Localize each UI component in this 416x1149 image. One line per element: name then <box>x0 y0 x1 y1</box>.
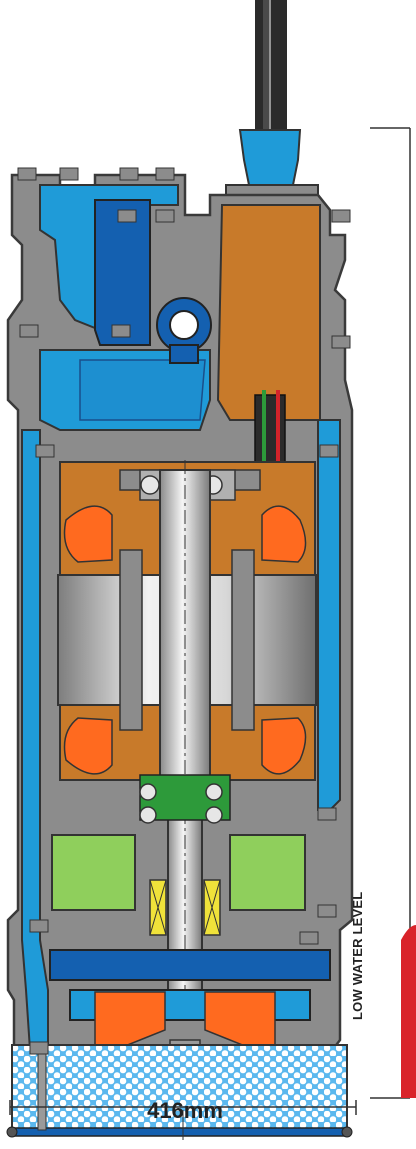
lifting-eye-icon <box>156 297 212 364</box>
bolt-icon <box>299 931 319 945</box>
bolt-icon <box>155 209 175 223</box>
bolts <box>17 167 351 1055</box>
bolt-icon <box>29 919 49 933</box>
width-dimension-line <box>9 1100 357 1140</box>
lower-bearing-icon <box>139 783 223 824</box>
bolt-icon <box>317 904 337 918</box>
bolt-icon <box>59 167 79 181</box>
mechanical-seal <box>149 879 221 936</box>
width-label: 416mm <box>147 1098 223 1123</box>
cable-gland <box>225 129 319 202</box>
low-water-level-marker <box>401 925 416 1098</box>
strainer-screen <box>6 1044 353 1138</box>
bolt-icon <box>331 335 351 349</box>
discharge-channel <box>21 184 341 1051</box>
low-water-level-label: LOW WATER LEVEL <box>350 891 365 1020</box>
bolt-icon <box>35 444 55 458</box>
bolt-icon <box>331 209 351 223</box>
bolt-icon <box>319 444 339 458</box>
bolt-icon <box>29 1041 49 1055</box>
bolt-icon <box>155 167 175 181</box>
bolt-icon <box>119 167 139 181</box>
bolt-icon <box>117 209 137 223</box>
stator-windings <box>63 505 307 775</box>
bolt-icon <box>111 324 131 338</box>
bolt-icon <box>19 324 39 338</box>
junction-chamber <box>216 204 321 495</box>
motor-shaft <box>159 460 211 1020</box>
bolt-icon <box>17 167 37 181</box>
bolt-icon <box>317 807 337 821</box>
